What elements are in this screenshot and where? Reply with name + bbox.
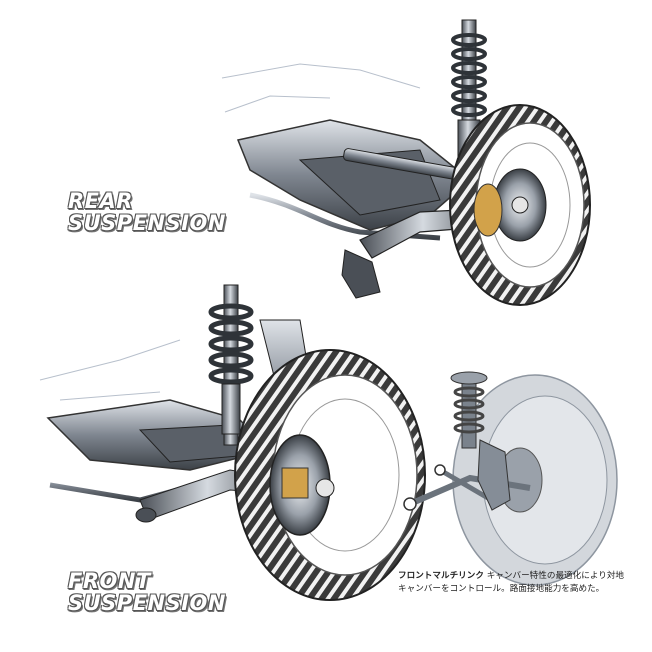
multilink-caption: フロントマルチリンク キャンバー特性の最適化により対地キャンバーをコントロール。… — [398, 570, 630, 596]
rear-suspension-drawing — [221, 19, 591, 306]
front-multilink-inset — [403, 371, 618, 586]
front-suspension-heading-line1: FRONT — [68, 569, 151, 593]
caption-title: フロントマルチリンク — [398, 571, 484, 581]
front-suspension-heading-line2: SUSPENSION — [68, 591, 226, 615]
caption-body: キャンバー特性の最適化により対地キャンバーをコントロール。路面接地能力を高めた。 — [398, 571, 625, 594]
rear-wheel — [449, 104, 591, 306]
rear-suspension-heading-line2: SUSPENSION — [68, 211, 226, 235]
rear-suspension-heading-line1: REAR — [68, 189, 133, 213]
front-suspension-drawing — [39, 284, 426, 601]
